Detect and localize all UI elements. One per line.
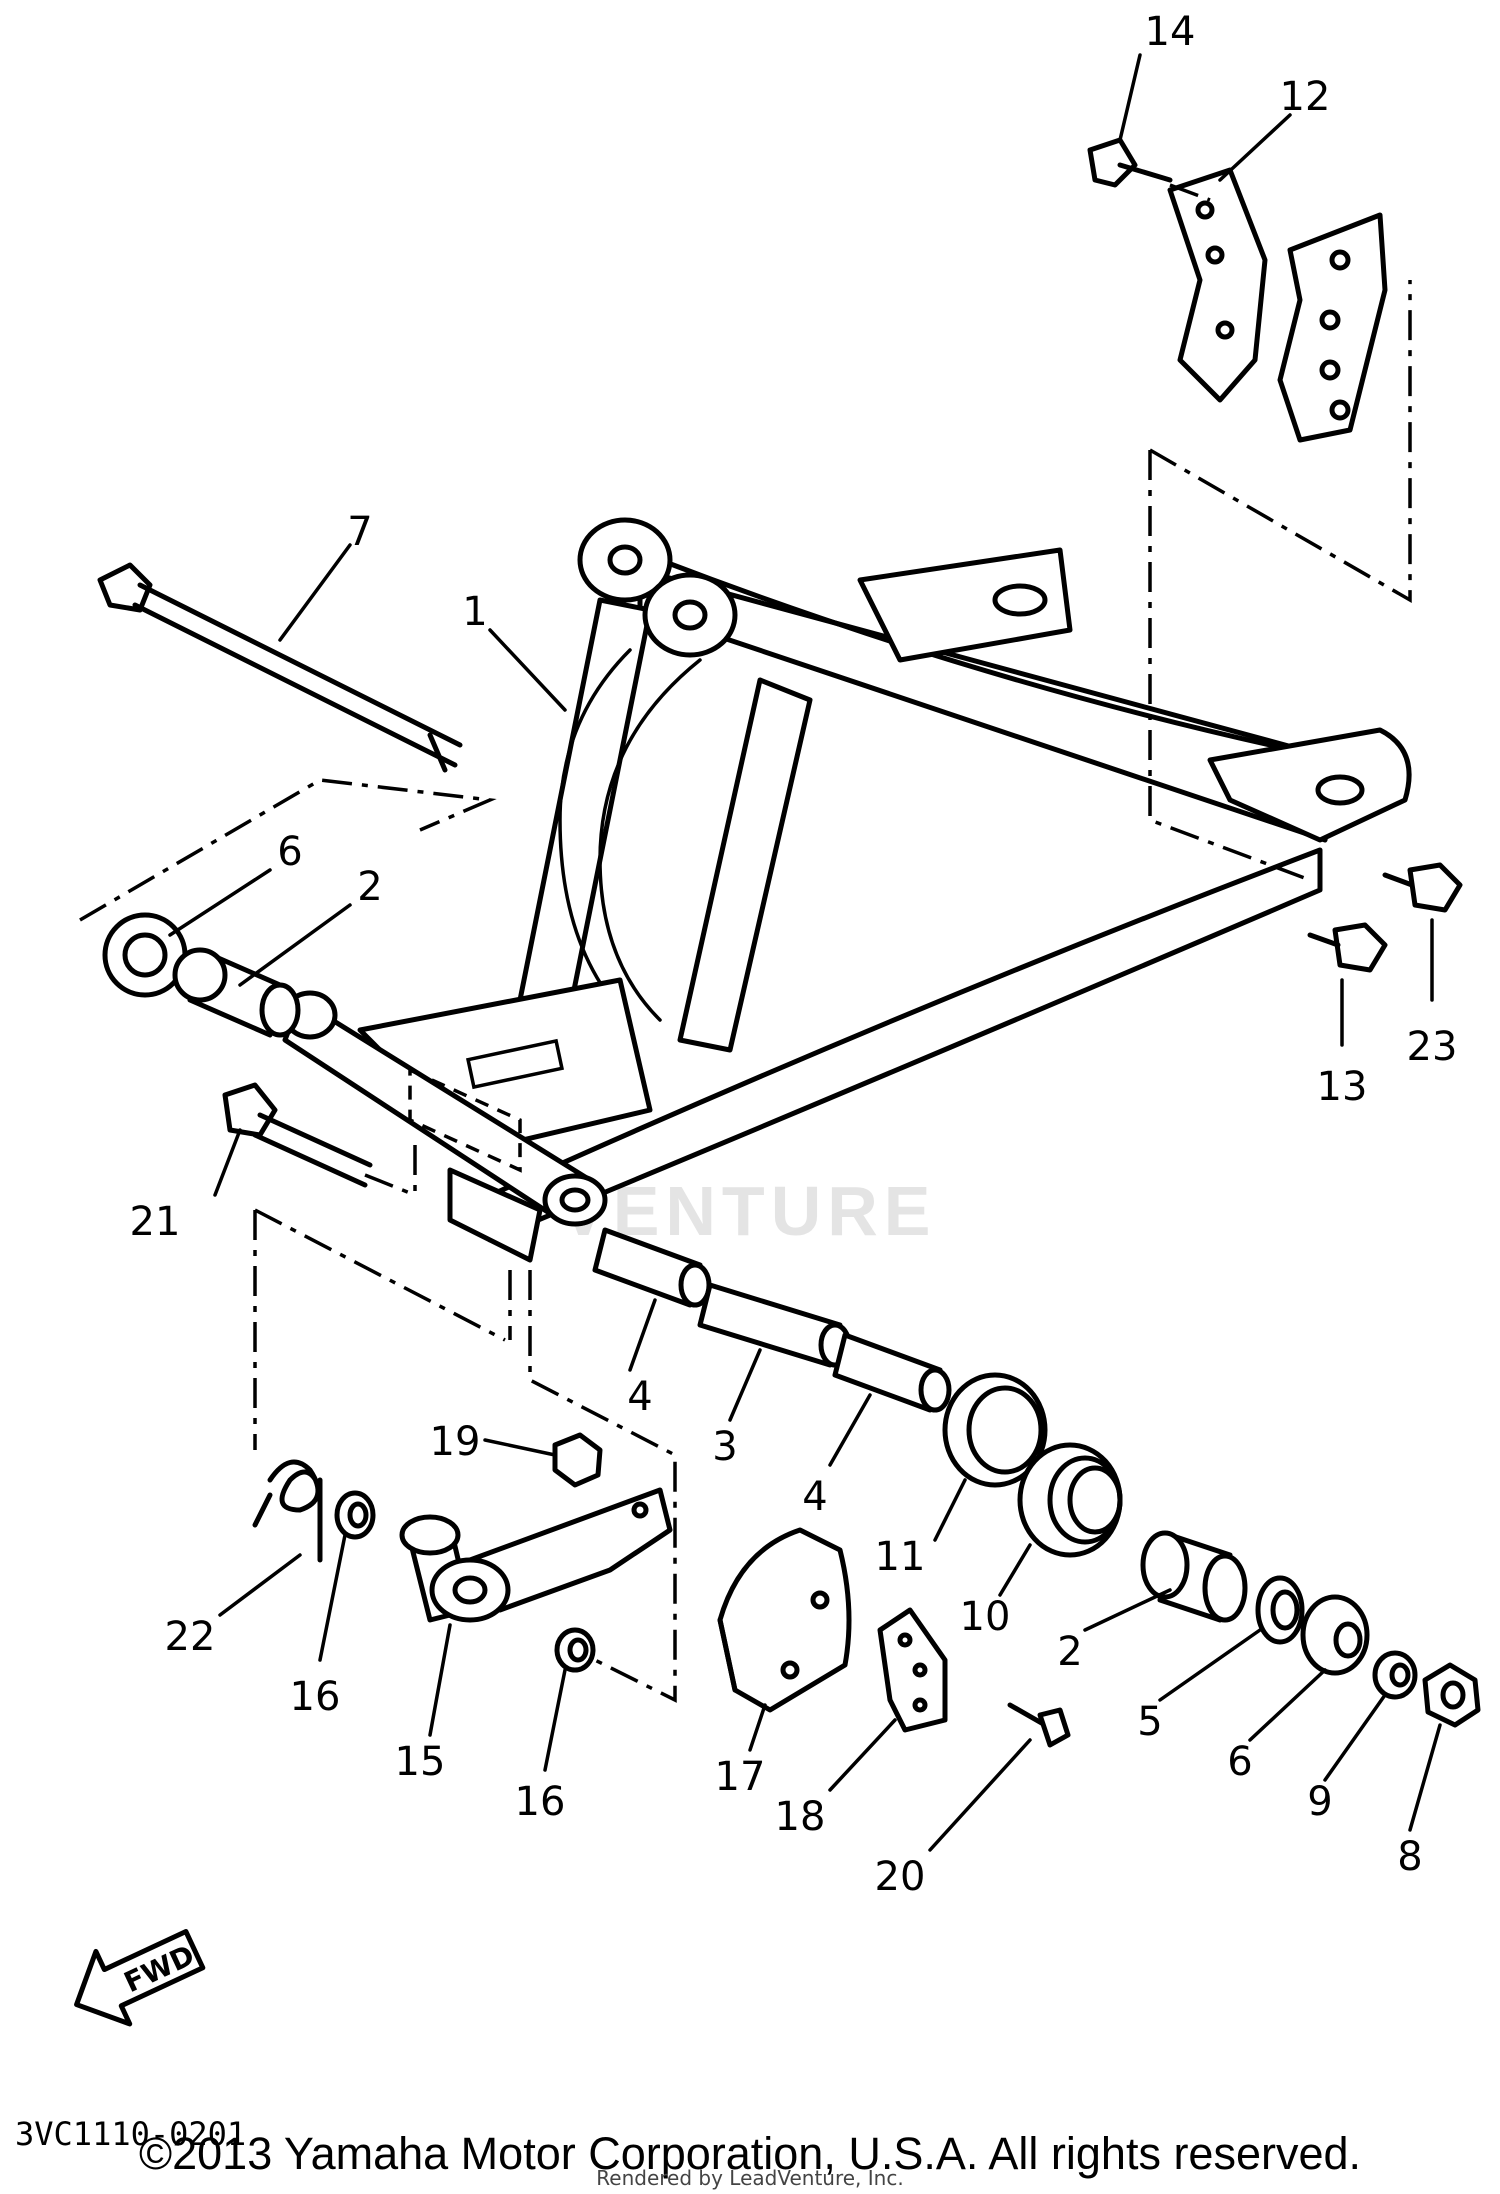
label-part-20: 20 (875, 1854, 926, 1900)
washer-part-9[interactable] (1372, 1650, 1418, 1700)
label-part-11: 11 (875, 1534, 926, 1580)
label-part-9: 9 (1307, 1779, 1332, 1825)
swingarm-part-1[interactable] (282, 517, 1412, 1263)
label-part-15: 15 (395, 1739, 446, 1785)
plate-part-18[interactable] (877, 1607, 948, 1733)
collar-part-4-lower[interactable] (832, 1332, 952, 1413)
label-part-16-upper: 16 (290, 1674, 341, 1720)
rendered-by-notice: Rendered by LeadVenture, Inc. (596, 2166, 904, 2190)
label-part-22: 22 (165, 1614, 216, 1660)
part-labels: 14 12 7 1 6 2 23 13 21 4 3 4 11 10 2 5 6… (130, 9, 1458, 1900)
label-part-7: 7 (347, 509, 372, 555)
bushing-part-2-right[interactable] (1140, 1530, 1248, 1623)
screw-part-20[interactable] (1007, 1702, 1071, 1748)
label-part-4-upper: 4 (627, 1374, 652, 1420)
nut-part-8[interactable] (1422, 1662, 1481, 1728)
nut-part-19[interactable] (552, 1432, 603, 1488)
bolt-part-21[interactable] (222, 1082, 373, 1188)
label-part-5: 5 (1137, 1699, 1162, 1745)
label-part-3: 3 (712, 1424, 737, 1470)
bolt-part-14[interactable] (1087, 137, 1173, 188)
label-part-12: 12 (1280, 74, 1331, 120)
label-part-13: 13 (1317, 1064, 1368, 1110)
label-part-8: 8 (1397, 1834, 1422, 1880)
label-part-6-left: 6 (277, 829, 302, 875)
diagram-code: 3VC1110-0201 (15, 2115, 247, 2153)
leader-lines (168, 53, 1442, 1852)
label-part-1: 1 (462, 589, 487, 635)
arm-part-15[interactable] (399, 1487, 673, 1623)
label-part-4-lower: 4 (802, 1474, 827, 1520)
label-part-17: 17 (715, 1754, 766, 1800)
label-part-16-lower: 16 (515, 1779, 566, 1825)
chain-guide-bracket-part-12[interactable] (1167, 167, 1388, 443)
bearing-part-6-right[interactable] (1300, 1594, 1370, 1676)
label-part-18: 18 (775, 1794, 826, 1840)
spacer-part-3[interactable] (697, 1282, 852, 1368)
washer-part-16-upper[interactable] (334, 1490, 376, 1540)
label-part-14: 14 (1145, 9, 1196, 55)
label-part-6-right: 6 (1227, 1739, 1252, 1785)
label-part-2-left: 2 (357, 864, 382, 910)
collar-part-4-upper[interactable] (592, 1227, 712, 1308)
bearing-part-6-left[interactable] (102, 912, 188, 998)
bolt-part-13[interactable] (1307, 922, 1388, 973)
copyright-notice: ©2013 Yamaha Motor Corporation, U.S.A. A… (138, 2128, 1362, 2179)
label-part-23: 23 (1407, 1024, 1458, 1070)
label-part-21: 21 (130, 1199, 181, 1245)
washer-part-16-lower[interactable] (554, 1627, 596, 1673)
block-part-17[interactable] (717, 1527, 852, 1713)
bushing-part-2-left[interactable] (172, 947, 301, 1038)
label-part-2-right: 2 (1057, 1629, 1082, 1675)
seal-part-11[interactable] (942, 1372, 1048, 1488)
pivot-shaft-part-7[interactable] (97, 562, 463, 773)
fwd-arrow-icon: FWD (74, 1929, 206, 2027)
oil-seal-part-10[interactable] (1017, 1442, 1123, 1558)
spring-part-22[interactable] (252, 1459, 323, 1563)
washer-part-5[interactable] (1255, 1575, 1305, 1645)
label-part-19: 19 (430, 1419, 481, 1465)
label-part-10: 10 (960, 1594, 1011, 1640)
bolt-part-23[interactable] (1382, 862, 1463, 913)
